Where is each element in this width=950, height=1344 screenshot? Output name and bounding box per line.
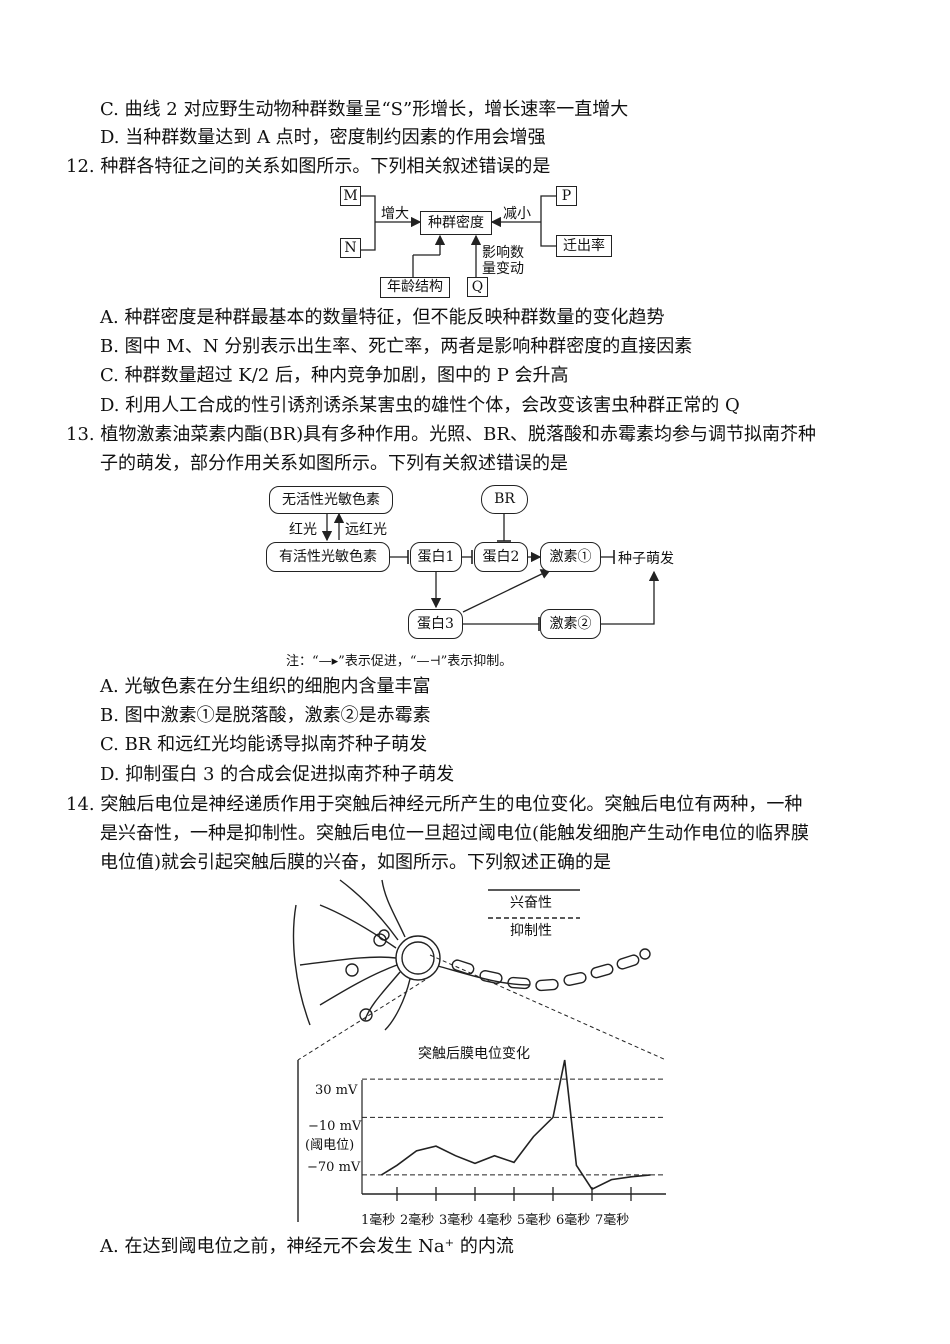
q12-label-influence-2: 量变动 [482, 261, 524, 277]
y-tick-minus10: −10 mV [308, 1119, 362, 1134]
q12-box-q: Q [467, 277, 488, 297]
q14-stem-line1: 14. 突触后电位是神经递质作用于突触后神经元所产生的电位变化。突触后电位有两种… [66, 794, 803, 815]
q14-stem-line2: 是兴奋性，一种是抑制性。突触后电位一旦超过阈电位(能触发细胞产生动作电位的临界膜 [100, 823, 810, 844]
y-tick-minus70: −70 mV [307, 1160, 361, 1175]
q12-label-influence-1: 影响数 [482, 245, 524, 261]
q12-option-b: B. 图中 M、N 分别表示出生率、死亡率，两者是影响种群密度的直接因素 [100, 336, 693, 357]
legend-inhibitory: 抑制性 [510, 923, 552, 939]
legend-excitatory: 兴奋性 [510, 895, 552, 911]
q13-stem-line1: 13. 植物激素油菜素内酯(BR)具有多种作用。光照、BR、脱落酸和赤霉素均参与… [66, 424, 816, 445]
x-tick-label: 3毫秒 [439, 1213, 474, 1228]
q13-option-a: A. 光敏色素在分生组织的细胞内含量丰富 [100, 676, 431, 697]
q13-box-inactive-phytochrome: 无活性光敏色素 [269, 486, 393, 514]
q13-option-c: C. BR 和远红光均能诱导拟南芥种子萌发 [100, 734, 428, 755]
x-tick-label: 4毫秒 [478, 1213, 513, 1228]
q13-label-far-red-light: 远红光 [345, 522, 387, 538]
q12-box-emigration: 迁出率 [556, 235, 612, 257]
q13-box-protein3: 蛋白3 [408, 609, 463, 639]
y-tick-30: 30 mV [315, 1083, 358, 1098]
q14-option-a: A. 在达到阈电位之前，神经元不会发生 Na⁺ 的内流 [100, 1236, 514, 1257]
q13-box-hormone1: 激素① [540, 542, 601, 572]
q14-stem-line3: 电位值)就会引起突触后膜的兴奋，如图所示。下列叙述正确的是 [100, 852, 612, 873]
q12-option-d: D. 利用人工合成的性引诱剂诱杀某害虫的雄性个体，会改变该害虫种群正常的 Q [100, 395, 740, 416]
q12-option-a: A. 种群密度是种群最基本的数量特征，但不能反映种群数量的变化趋势 [100, 307, 665, 328]
x-tick-label: 1毫秒 [361, 1213, 396, 1228]
q12-box-density: 种群密度 [420, 211, 492, 235]
q12-box-p: P [556, 186, 577, 206]
q12-stem: 12. 种群各特征之间的关系如图所示。下列相关叙述错误的是 [66, 156, 551, 177]
q12-label-increase: 增大 [381, 206, 409, 222]
x-tick-label: 7毫秒 [595, 1213, 630, 1228]
q13-box-active-phytochrome: 有活性光敏色素 [266, 542, 390, 572]
q13-option-d: D. 抑制蛋白 3 的合成会促进拟南芥种子萌发 [100, 764, 455, 785]
q13-option-b: B. 图中激素①是脱落酸，激素②是赤霉素 [100, 705, 431, 726]
q13-stem-line2: 子的萌发，部分作用关系如图所示。下列有关叙述错误的是 [100, 453, 568, 474]
x-tick-label: 5毫秒 [517, 1213, 552, 1228]
potential-curve [380, 1059, 651, 1191]
q13-label-red-light: 红光 [289, 522, 317, 538]
q12-box-n: N [340, 238, 361, 258]
x-tick-label: 2毫秒 [400, 1213, 435, 1228]
x-tick-label: 6毫秒 [556, 1213, 591, 1228]
chart-title: 突触后膜电位变化 [418, 1046, 530, 1062]
y-tick-threshold: (阈电位) [305, 1138, 355, 1153]
q12-option-c: C. 种群数量超过 K/2 后，种内竞争加剧，图中的 P 会升高 [100, 365, 569, 386]
q12-box-age-structure: 年龄结构 [380, 277, 450, 298]
q12-box-m: M [340, 186, 361, 206]
q11-option-c: C. 曲线 2 对应野生动物种群数量呈“S”形增长，增长速率一直增大 [100, 99, 629, 120]
q13-box-br: BR [481, 485, 528, 514]
q13-label-germination: 种子萌发 [618, 551, 674, 567]
q11-option-d: D. 当种群数量达到 A 点时，密度制约因素的作用会增强 [100, 127, 546, 148]
q13-note: 注：“—▸”表示促进，“—⊣”表示抑制。 [286, 654, 513, 669]
q12-label-decrease: 减小 [503, 206, 531, 222]
q13-box-protein1: 蛋白1 [410, 542, 462, 572]
q13-box-protein2: 蛋白2 [474, 542, 528, 572]
q13-box-hormone2: 激素② [540, 609, 601, 639]
